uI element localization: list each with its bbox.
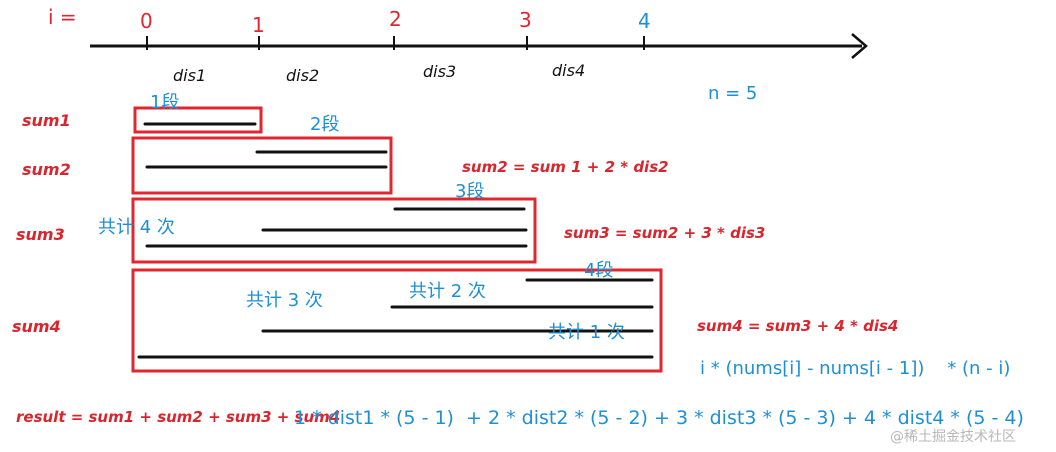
sum1-box: [133, 106, 263, 134]
result-formula: result = sum1 + sum2 + sum3 + sum4: [16, 408, 340, 426]
sum4-formula: sum4 = sum3 + 4 * dis4: [697, 317, 898, 335]
sum3-box: [131, 197, 537, 264]
interval-label-dis1: dis1: [173, 66, 206, 85]
interval-label-dis3: dis3: [423, 62, 456, 81]
sum4-box: [131, 268, 663, 373]
general-term-formula: i * (nums[i] - nums[i - 1]) * (n - i): [700, 358, 1010, 379]
site-watermark: @稀土掘金技术社区: [890, 429, 1016, 445]
sum2-label: sum2: [22, 160, 71, 179]
tick-label-4: 4: [638, 9, 651, 33]
number-line-arrowhead: [851, 33, 868, 59]
sum2-formula: sum2 = sum 1 + 2 * dis2: [462, 158, 669, 176]
sum3-formula: sum3 = sum2 + 3 * dis3: [564, 224, 765, 242]
segment-label-3: 3段: [455, 181, 484, 202]
index-label: i =: [48, 5, 77, 29]
interval-label-dis4: dis4: [552, 61, 585, 80]
tick-label-0: 0: [140, 9, 153, 33]
tick-label-2: 2: [389, 7, 402, 31]
count-label-two: 共计 2 次: [409, 281, 486, 302]
tick-label-3: 3: [519, 8, 532, 32]
sum3-label: sum3: [16, 225, 65, 244]
count-label-three: 共计 3 次: [246, 290, 323, 311]
segment-label-1: 1段: [150, 92, 179, 113]
expanded-result-formula: 1 * dist1 * (5 - 1) + 2 * dist2 * (5 - 2…: [294, 407, 1024, 429]
segment-label-4: 4段: [584, 260, 613, 281]
sum1-label: sum1: [22, 111, 71, 130]
sum2-box: [131, 136, 393, 195]
count-label-four: 共计 4 次: [98, 217, 175, 238]
segment-label-2: 2段: [310, 114, 339, 135]
n-label: n = 5: [708, 83, 757, 104]
tick-label-1: 1: [252, 13, 265, 37]
sum4-label: sum4: [12, 317, 61, 336]
interval-label-dis2: dis2: [286, 66, 319, 85]
count-label-one: 共计 1 次: [548, 322, 625, 343]
